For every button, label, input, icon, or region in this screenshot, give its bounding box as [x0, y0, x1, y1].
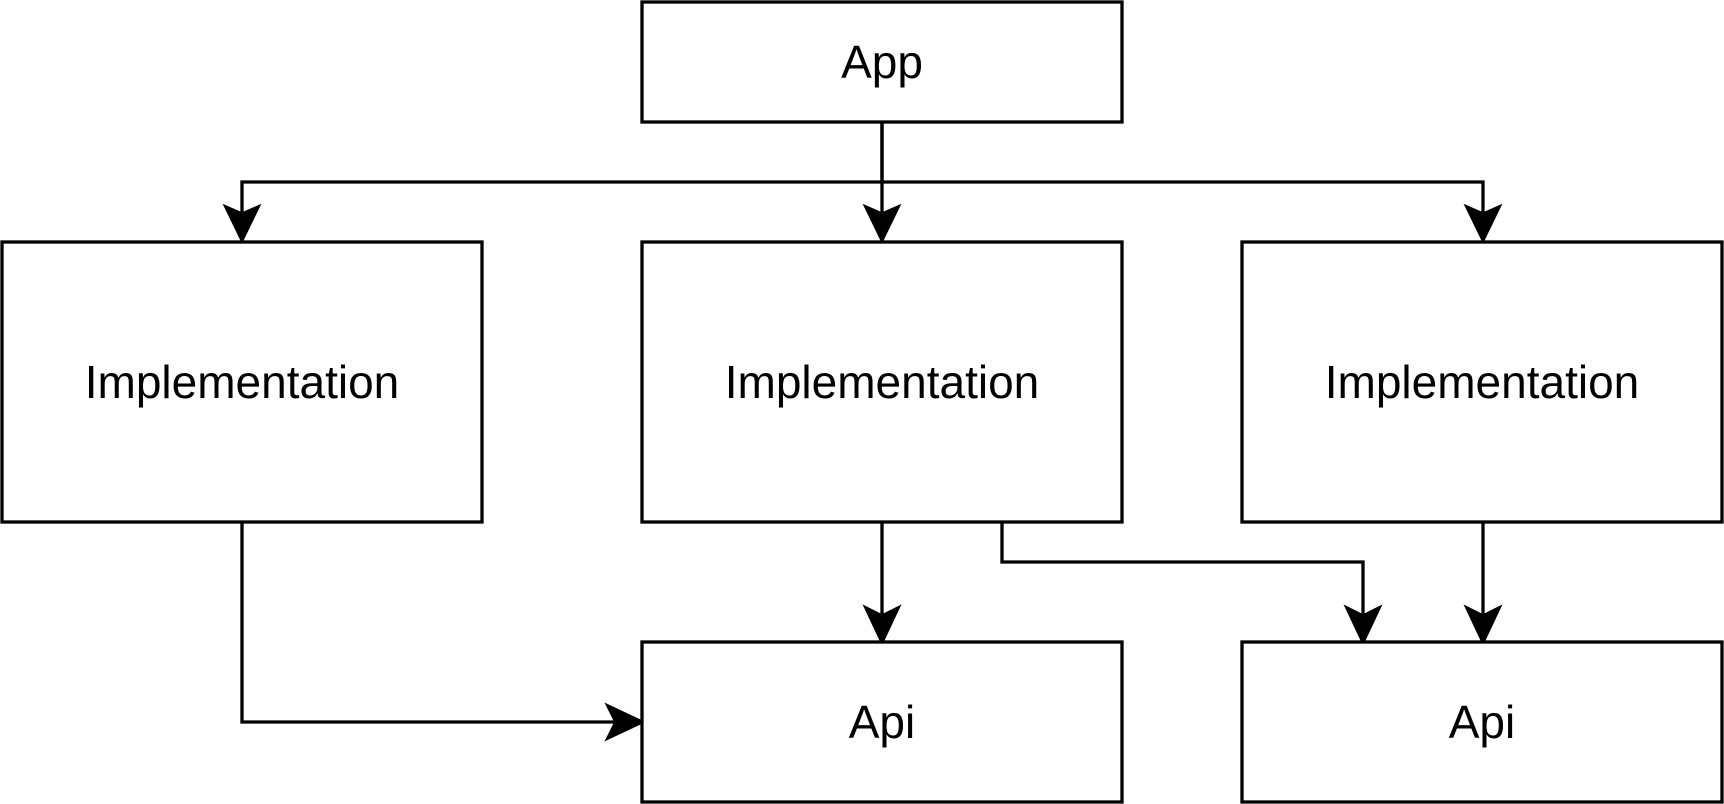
node-impl-left[interactable]: Implementation	[0, 240, 484, 524]
edges-layer	[222, 122, 1503, 742]
edge-impl-center-to-api-right	[1000, 522, 1365, 614]
node-impl-center-label: Implementation	[725, 356, 1040, 408]
edge-app-to-impl-right	[882, 180, 1485, 212]
node-api-center-label: Api	[849, 696, 915, 748]
node-api-center-box	[640, 640, 1124, 804]
arrowhead-app-to-impl-center	[862, 203, 902, 244]
arrowhead-impl-center-to-api-center	[862, 604, 902, 646]
arrowhead-impl-right-to-api-right	[1463, 604, 1503, 646]
arrowhead-impl-left-to-api-center	[604, 702, 646, 742]
node-impl-right-label: Implementation	[1325, 356, 1640, 408]
node-impl-center[interactable]: Implementation	[640, 240, 1124, 524]
node-app[interactable]: App	[640, 0, 1124, 124]
node-impl-right[interactable]: Implementation	[1240, 240, 1724, 524]
arrowhead-app-to-impl-right	[1463, 203, 1503, 244]
node-api-right-box	[1240, 640, 1724, 804]
edge-app-to-impl-left	[240, 122, 884, 212]
arrowhead-app-to-impl-left	[222, 203, 262, 244]
node-api-right[interactable]: Api	[1240, 640, 1724, 804]
arrowhead-impl-center-to-api-right	[1343, 604, 1383, 646]
node-api-right-label: Api	[1449, 696, 1515, 748]
node-app-label: App	[841, 36, 923, 88]
node-impl-left-label: Implementation	[85, 356, 400, 408]
edge-impl-left-to-api-center	[240, 522, 614, 724]
node-impl-right-box	[1240, 240, 1724, 524]
node-impl-center-box	[640, 240, 1124, 524]
node-impl-left-box	[0, 240, 484, 524]
node-api-center[interactable]: Api	[640, 640, 1124, 804]
node-app-box	[640, 0, 1124, 124]
